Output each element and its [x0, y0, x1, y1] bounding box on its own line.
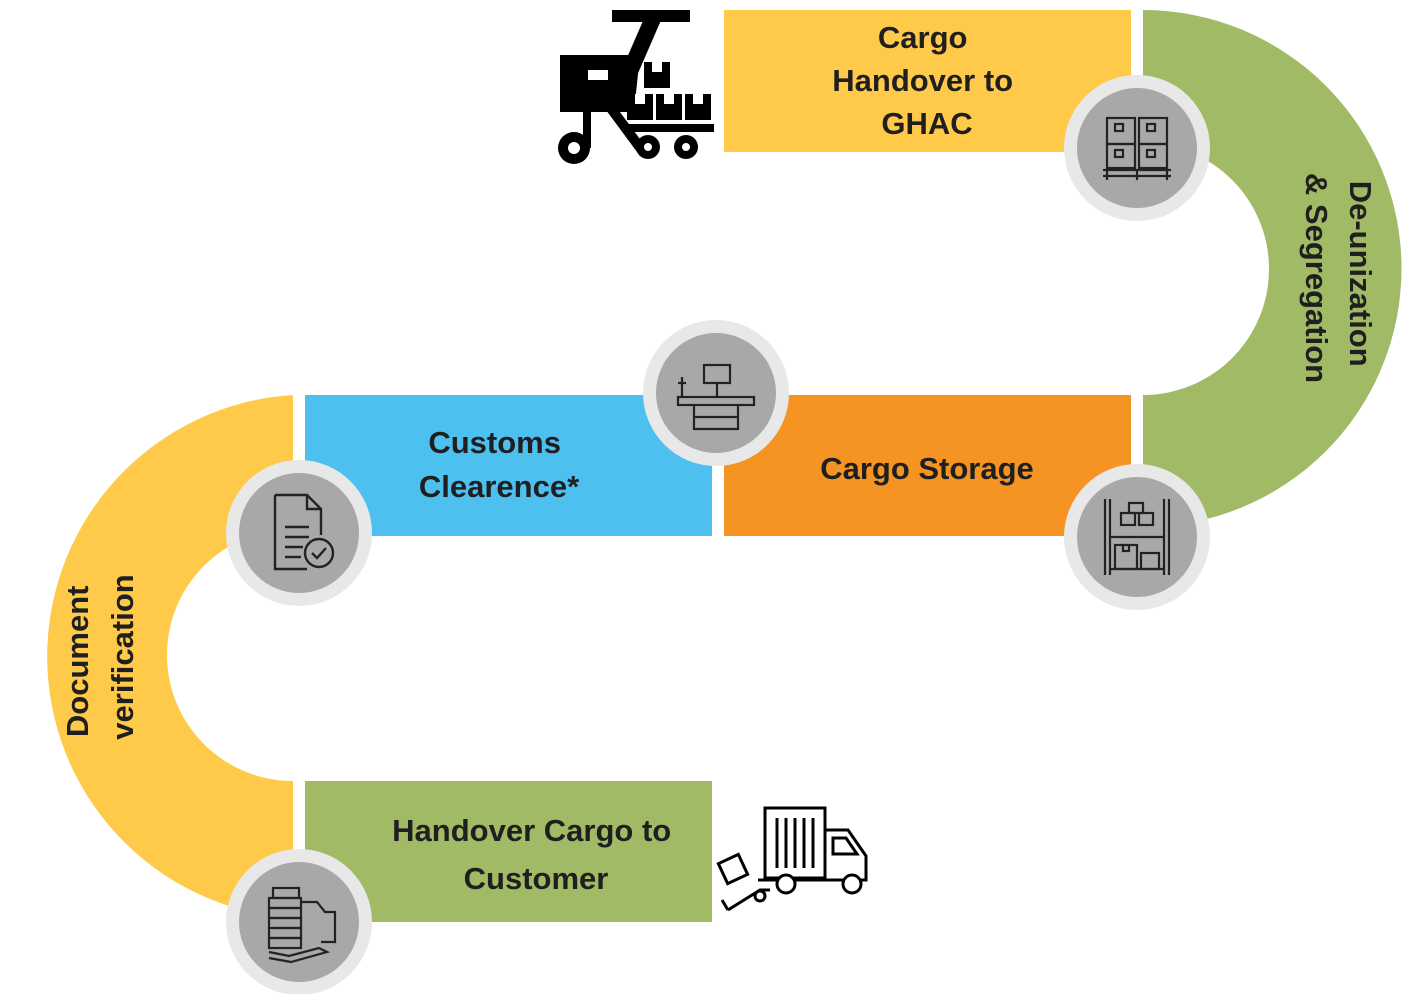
customs-label-line2: Clearence*	[419, 469, 580, 504]
document-label-line1: Document	[60, 586, 95, 738]
hand-over-boxes-icon	[267, 886, 337, 964]
document-check-icon	[273, 493, 335, 571]
svg-text:De-unization & Segregation: De-unization & Segregation	[1299, 173, 1378, 383]
weighing-scale-icon	[676, 363, 756, 431]
document-check-badge	[226, 460, 372, 606]
handover-customer-bar	[305, 781, 712, 922]
warehouse-shelf-badge	[1064, 464, 1210, 610]
handover-customer-label-line1: Handover Cargo to	[392, 813, 671, 848]
svg-text:Handover Cargo to Customer: Handover Cargo to Customer	[392, 813, 680, 896]
delivery-truck-icon	[716, 806, 868, 912]
cargo-storage-label: Cargo Storage	[820, 451, 1034, 486]
deunization-label-line1: De-unization	[1343, 181, 1378, 367]
hand-over-boxes-badge	[226, 849, 372, 994]
weighing-scale-badge	[643, 320, 789, 466]
svg-text:Cargo Handover to GHAC: Cargo Handover to GHAC	[832, 20, 1021, 141]
handover-customer-label-line2: Customer	[464, 861, 609, 896]
cargo-handover-label-line1: Cargo	[878, 20, 968, 55]
warehouse-shelf-icon	[1103, 499, 1171, 575]
customs-bar	[305, 395, 712, 536]
cargo-handover-label-line3: GHAC	[881, 106, 972, 141]
cargo-handover-bar	[724, 10, 1131, 152]
customs-label-line1: Customs	[428, 425, 561, 460]
svg-text:Customs Clearence*: Customs Clearence*	[419, 425, 580, 504]
cargo-handover-label-line2: Handover to	[832, 63, 1013, 98]
pallet-boxes-badge	[1064, 75, 1210, 221]
forklift-icon	[558, 10, 714, 164]
deunization-label-line2: & Segregation	[1299, 173, 1334, 383]
svg-text:Document verification: Document verification	[60, 574, 140, 739]
pallet-boxes-icon	[1103, 116, 1171, 180]
cargo-storage-bar	[724, 395, 1131, 536]
document-label-line2: verification	[105, 574, 140, 739]
